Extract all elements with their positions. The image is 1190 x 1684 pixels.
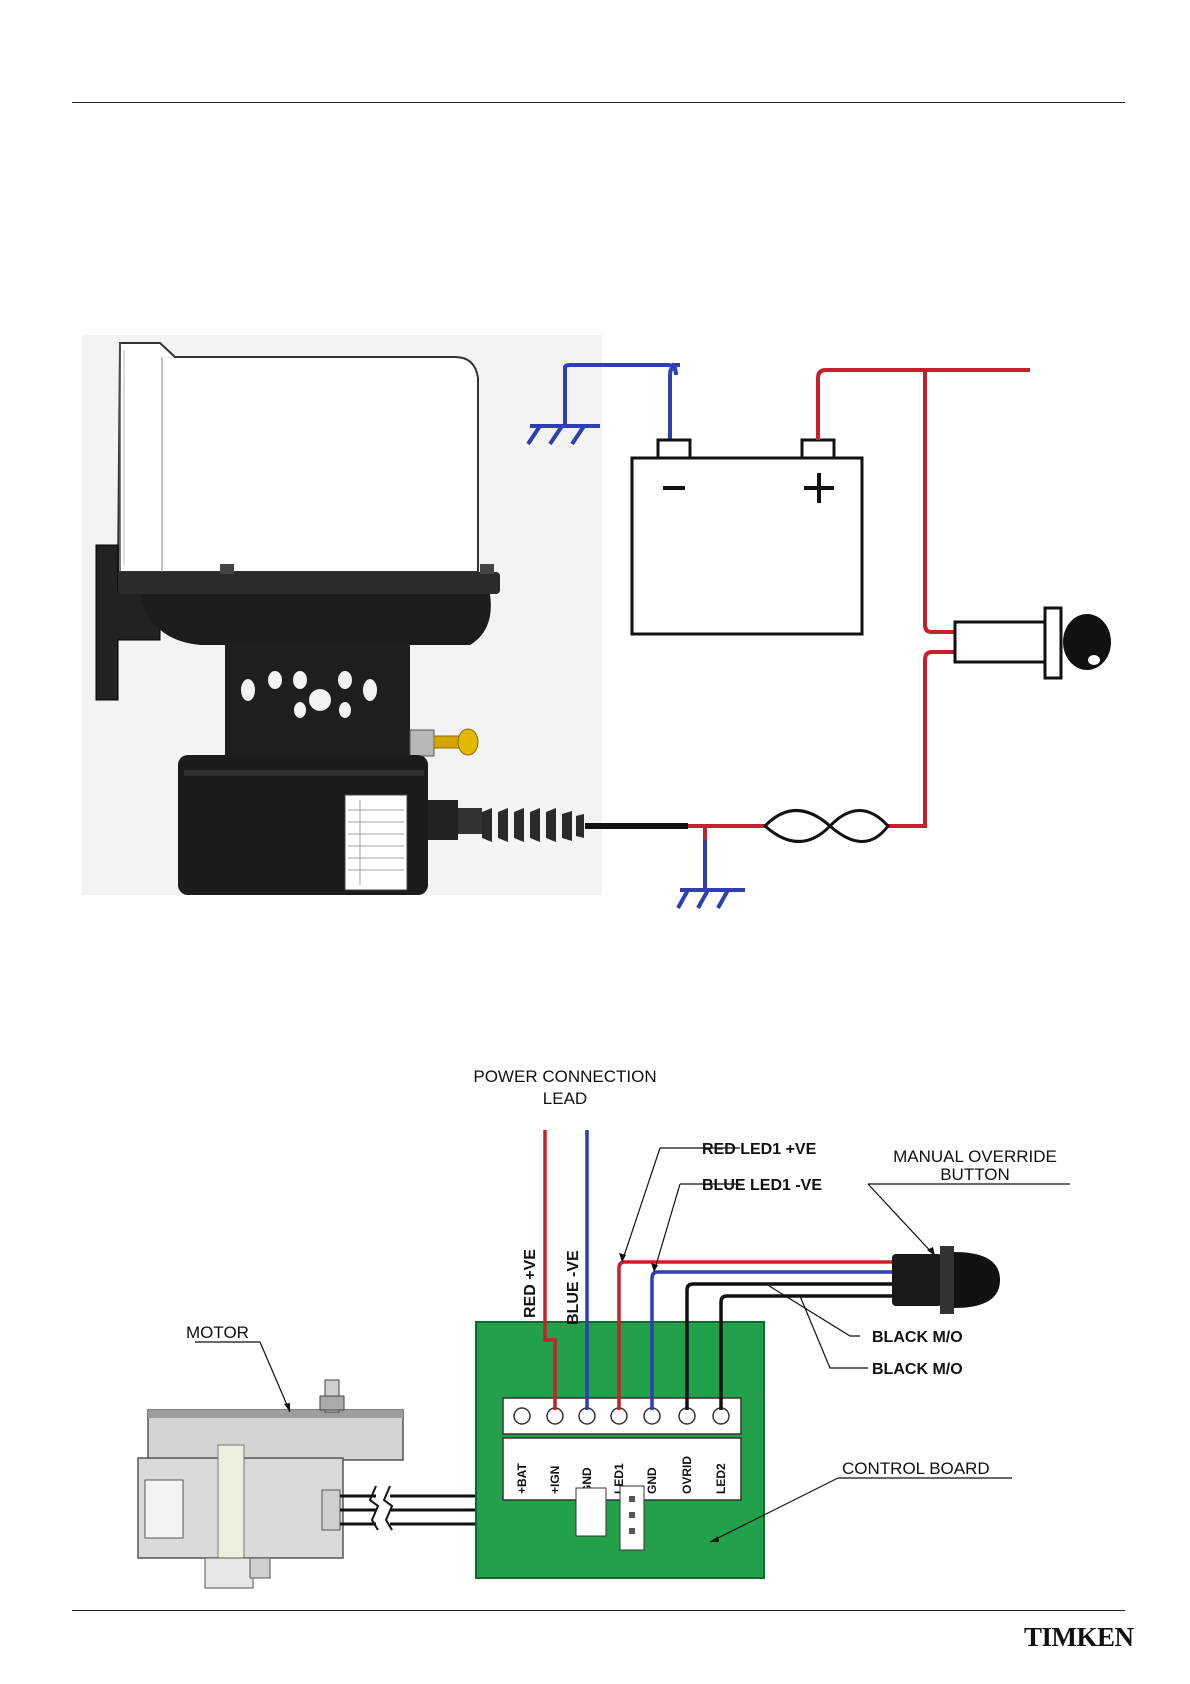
black-mo-label-2: BLACK M/O xyxy=(872,1361,963,1378)
ignition-switch xyxy=(955,608,1111,678)
battery xyxy=(632,440,862,634)
red-led1-label: RED LED1 +VE xyxy=(702,1141,817,1158)
pump-rating-label xyxy=(345,795,407,890)
pump-collar xyxy=(225,645,410,755)
manual-override-button xyxy=(892,1246,1000,1314)
power-lead-title: POWER CONNECTION xyxy=(473,1067,656,1086)
black-mo-label-1: BLACK M/O xyxy=(872,1329,963,1346)
motor-label: MOTOR xyxy=(186,1323,249,1342)
battery-negative-terminal xyxy=(658,440,690,458)
terminal-label: GND xyxy=(645,1467,659,1494)
blue-led1-label: BLUE LED1 -VE xyxy=(702,1177,822,1194)
fuse-symbol xyxy=(765,811,888,842)
terminal-label: +BAT xyxy=(515,1463,529,1494)
ignition-key-icon xyxy=(1063,614,1111,670)
pump-reservoir xyxy=(118,343,478,572)
manual-override-label-2: BUTTON xyxy=(940,1165,1010,1184)
terminal-label: +IGN xyxy=(548,1466,562,1494)
blue-ve-label: BLUE -VE xyxy=(565,1250,582,1325)
pump-base-housing xyxy=(178,755,428,895)
control-board-label: CONTROL BOARD xyxy=(842,1459,990,1478)
red-ve-label: RED +VE xyxy=(522,1249,539,1318)
pump-flange xyxy=(118,564,500,645)
power-lead-title-2: LEAD xyxy=(543,1089,587,1108)
battery-positive-terminal xyxy=(802,440,834,458)
ground-symbol-bottom xyxy=(678,840,745,908)
motor xyxy=(138,1380,403,1588)
manual-override-label: MANUAL OVERRIDE xyxy=(893,1147,1057,1166)
terminal-label: OVRID xyxy=(680,1456,694,1494)
terminal-label: LED2 xyxy=(714,1463,728,1494)
red-wire-lead-drop xyxy=(688,826,705,840)
